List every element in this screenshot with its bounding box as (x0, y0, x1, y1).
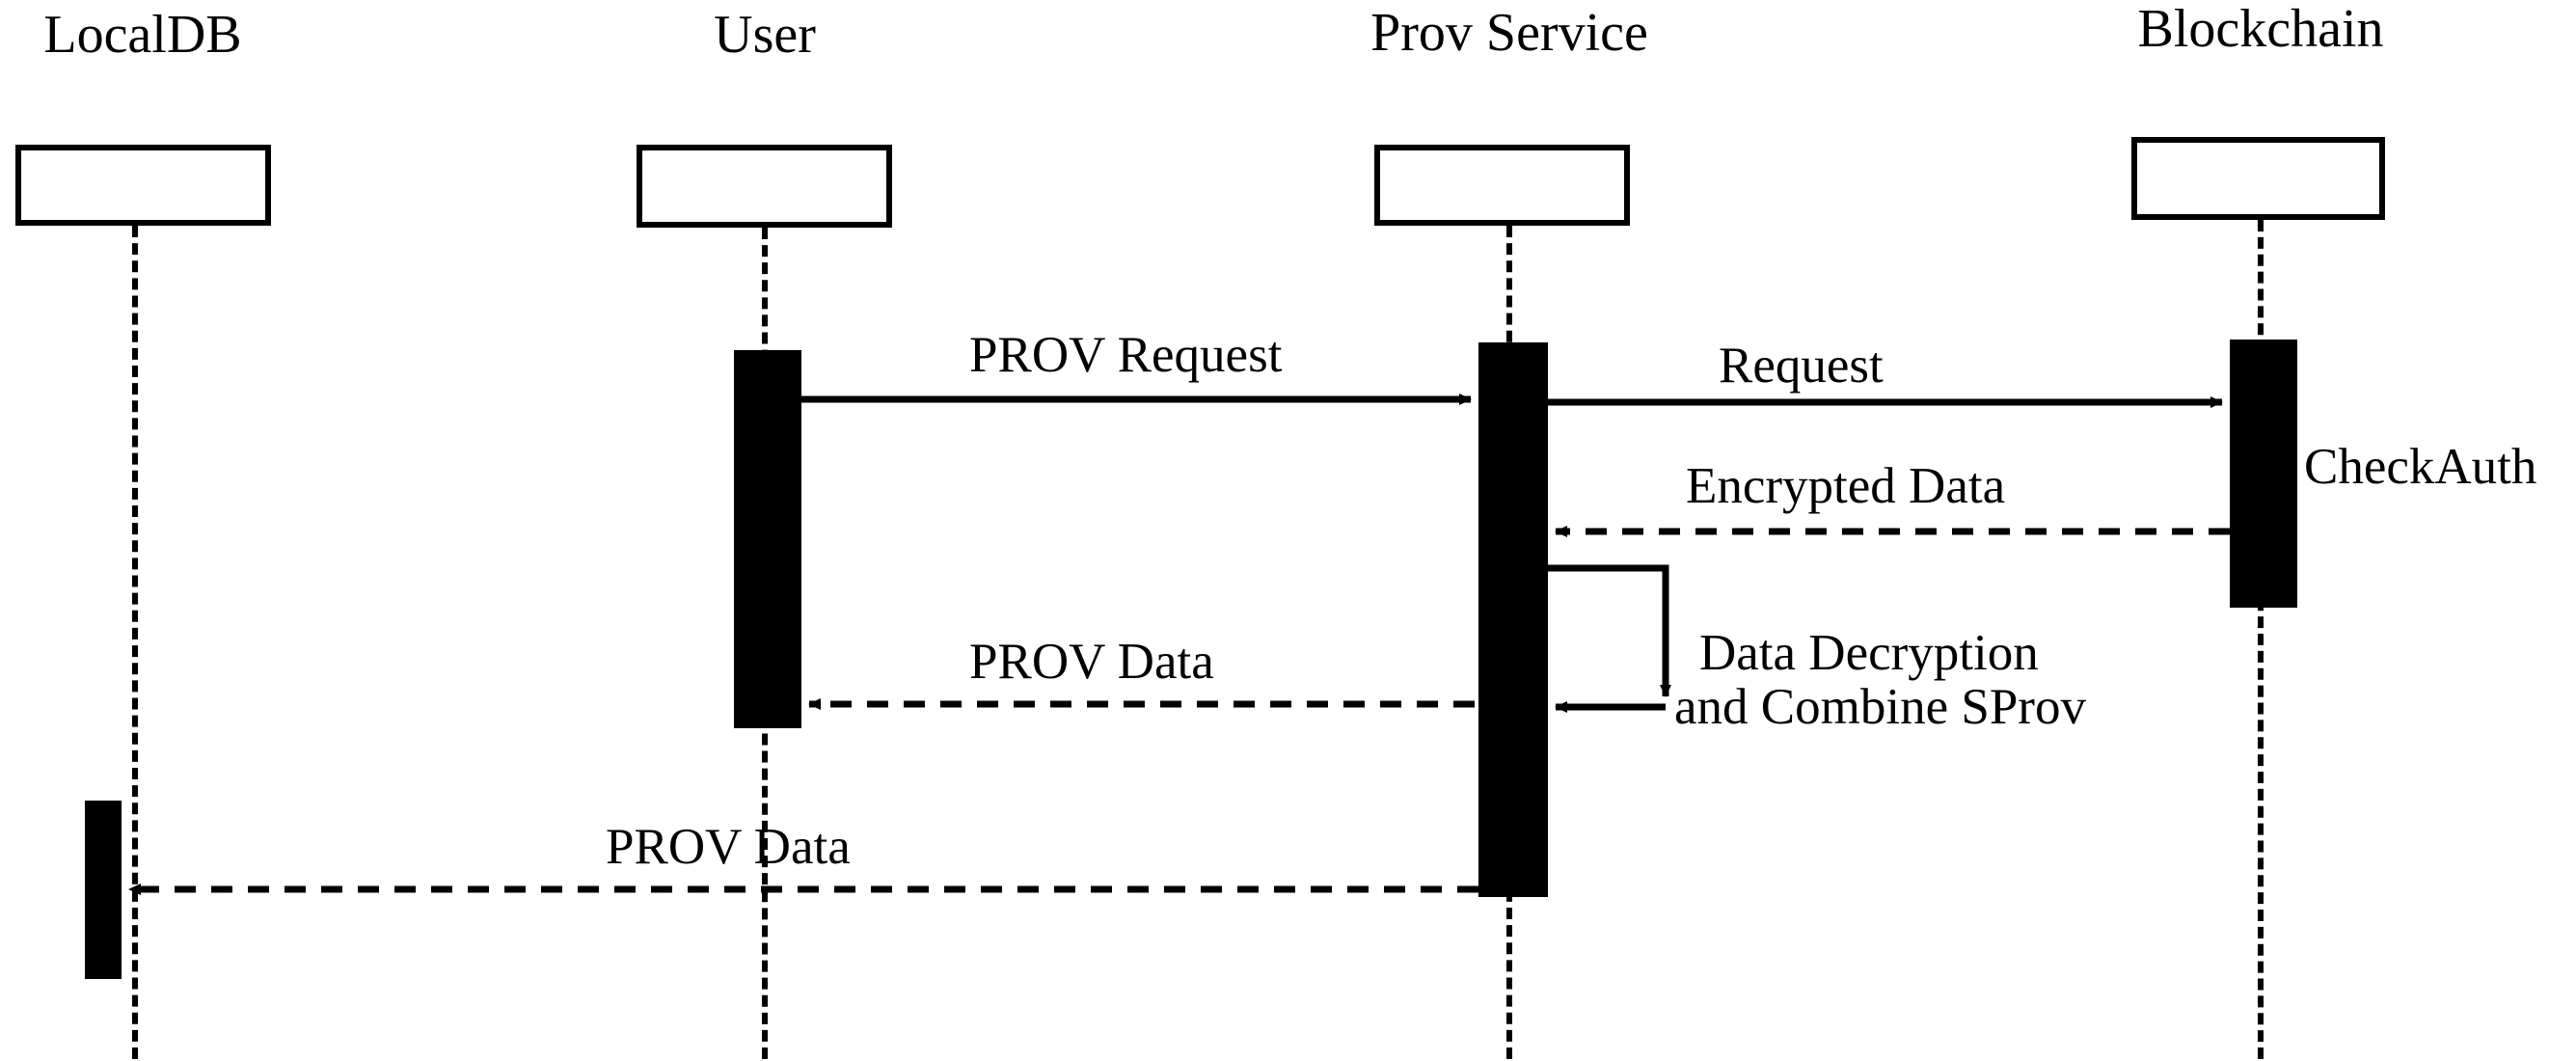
message-label-request: Request (1719, 338, 1884, 394)
lifeline-line-localdb (132, 226, 138, 1059)
message-label-prov-data-to-user: PROV Data (969, 634, 1214, 690)
activation-bar-blockchain[interactable] (2230, 340, 2297, 608)
lifeline-line-blockchain (2258, 220, 2264, 1059)
activation-bar-prov-service[interactable] (1478, 342, 1548, 897)
activation-bar-user[interactable] (734, 350, 801, 728)
message-label-data-decryption-line2: and Combine SProv (1674, 679, 2086, 736)
message-arrow-data-decryption-self[interactable] (1548, 564, 1671, 713)
message-label-encrypted-data: Encrypted Data (1686, 458, 2006, 514)
message-label-data-decryption: Data Decryption and Combine SProv (1674, 625, 2214, 736)
lifeline-title-prov-service: Prov Service (1370, 3, 1648, 63)
message-label-prov-request: PROV Request (969, 327, 1283, 383)
lifeline-title-localdb: LocalDB (43, 5, 242, 65)
annotation-label-checkauth: CheckAuth (2304, 439, 2537, 495)
message-label-data-decryption-line1: Data Decryption (1699, 625, 2039, 681)
lifeline-box-prov-service[interactable] (1374, 145, 1630, 226)
lifeline-title-user: User (714, 5, 816, 65)
lifeline-box-localdb[interactable] (15, 145, 271, 226)
lifeline-box-blockchain[interactable] (2131, 137, 2385, 220)
lifeline-box-user[interactable] (637, 145, 892, 228)
activation-bar-localdb[interactable] (85, 801, 122, 979)
lifeline-title-blockchain: Blockchain (2137, 0, 2384, 59)
message-label-prov-data-to-localdb: PROV Data (606, 819, 851, 875)
